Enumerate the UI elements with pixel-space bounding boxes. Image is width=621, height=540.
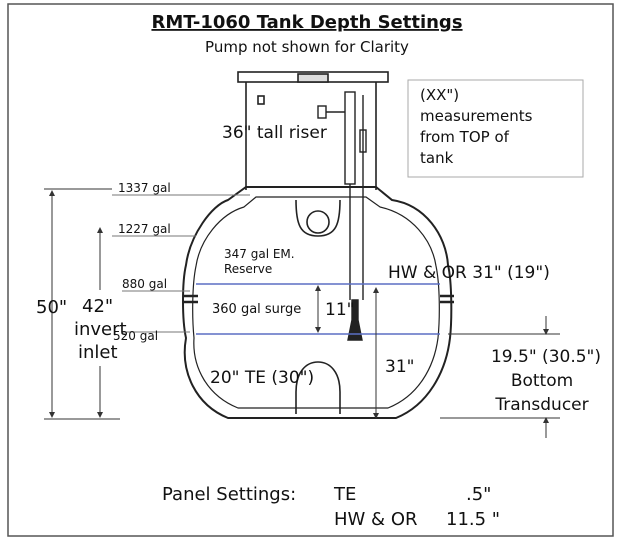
invert-line-2: invert [74,319,127,340]
panel-heading: Panel Settings: [162,484,296,505]
panel-te-name: TE [333,484,356,505]
transducer-line-3: Transducer [494,395,588,415]
gallon-ticks [112,194,250,333]
diagram-frame [7,3,614,537]
gallon-label-1337: 1337 gal [118,181,171,195]
float-assembly [317,91,367,341]
gallon-label-520: 520 gal [113,329,158,343]
panel-hw-name: HW & OR [334,509,418,530]
panel-hw-value: 11.5 " [446,509,500,530]
gallon-label-880: 880 gal [122,277,167,291]
height-dimension [44,188,120,420]
riser [237,71,389,190]
note-line-2: measurements [420,107,533,125]
riser-label: 36" tall riser [222,123,327,143]
diagram-subtitle: Pump not shown for Clarity [205,38,409,56]
reserve-line-1: 347 gal EM. [224,247,295,261]
transducer-dimension [440,316,560,438]
note-line-4: tank [420,149,454,167]
diagram-title: RMT-1060 Tank Depth Settings [151,12,462,33]
surge-depth-label: 11" [325,300,354,320]
transducer-line-2: Bottom [511,371,573,391]
note-line-3: from TOP of [420,128,510,146]
invert-line-1: 42" [82,296,113,317]
depth-31-label: 31" [385,357,414,377]
te-label: 20" TE (30") [210,368,314,388]
panel-settings: Panel Settings: TE .5" HW & OR 11.5 " [162,484,500,530]
transducer-line-1: 19.5" (30.5") [491,347,601,367]
height-label: 50" [36,297,67,318]
panel-te-value: .5" [466,484,491,505]
gallon-label-1227: 1227 gal [118,222,171,236]
tank-body [182,186,454,419]
hw-or-label: HW & OR 31" (19") [388,263,550,283]
measurement-note: (XX") measurements from TOP of tank [407,79,584,178]
reserve-line-2: Reserve [224,262,272,276]
surge-label: 360 gal surge [212,302,301,317]
invert-line-3: inlet [78,342,118,363]
note-line-1: (XX") [420,86,459,104]
